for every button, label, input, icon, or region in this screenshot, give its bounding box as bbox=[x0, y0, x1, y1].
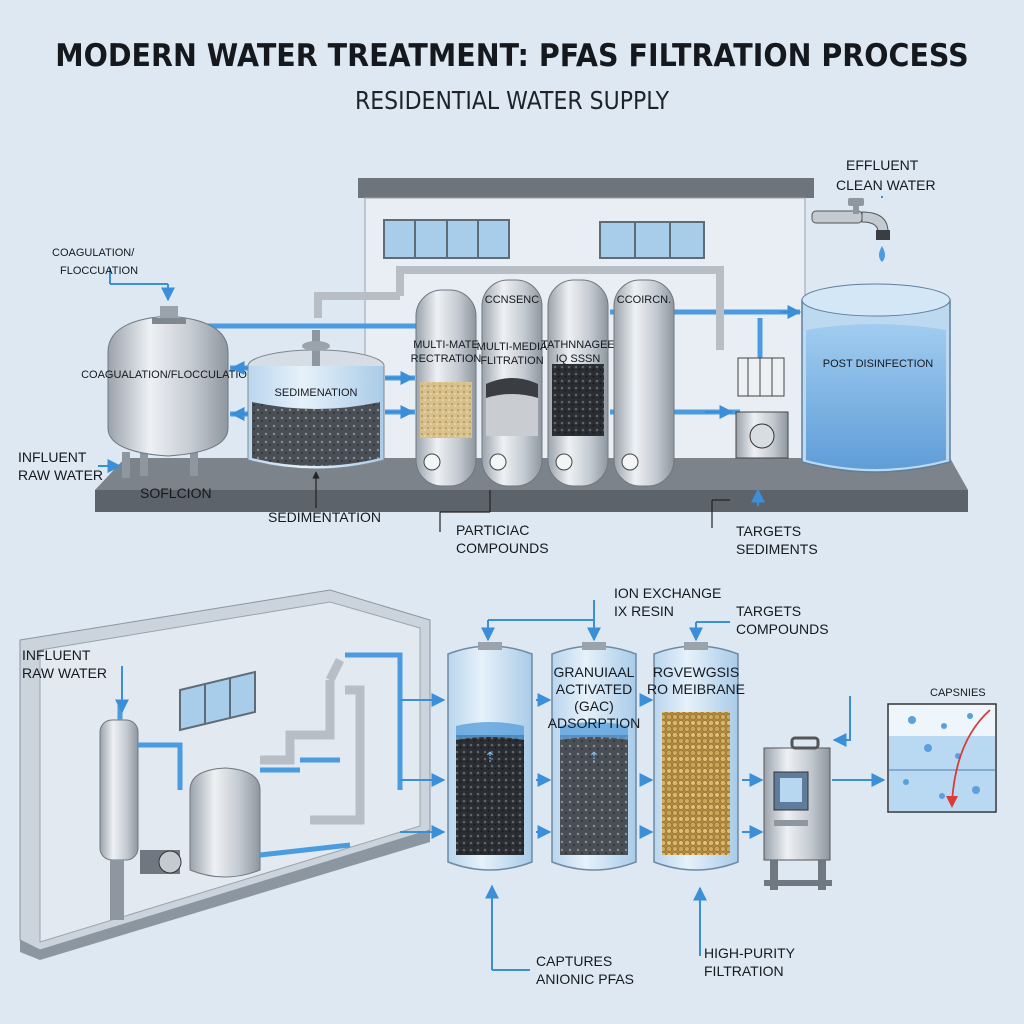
solution-label: SOFLCION bbox=[140, 485, 212, 501]
gac-column: ⇡ GRANUIAAL ACTIVATED (GAC) ADSORPTION bbox=[548, 642, 641, 871]
ion-exchange-label-1: ION EXCHANGE bbox=[614, 585, 721, 601]
top-callout-lines bbox=[312, 471, 730, 532]
bottom-windows bbox=[179, 670, 256, 732]
bottom-flow-arrows bbox=[115, 600, 886, 971]
post-disinfection-tank: POST DISINFECTION bbox=[801, 283, 951, 473]
targets-compounds-2: COMPOUNDS bbox=[736, 621, 829, 637]
high-purity-label-1: HIGH-PURITY bbox=[704, 945, 796, 961]
sedimentation-tank: SEDIMENATION bbox=[247, 330, 385, 470]
coag-callout-1: COAGULATION/ bbox=[52, 247, 135, 259]
gac-label-2: ACTIVATED bbox=[556, 681, 633, 697]
effluent-label-2: CLEAN WATER bbox=[836, 177, 936, 193]
coag-tank-label: COAGUALATION/FLOCCULATION bbox=[81, 369, 255, 381]
high-purity-label-2: FILTRATION bbox=[704, 963, 784, 979]
capsules-label: CAPSNIES bbox=[930, 687, 986, 699]
top-influent-1: INFLUENT bbox=[18, 449, 87, 465]
column3-label-1: TATHNNAGEE bbox=[541, 339, 615, 351]
monitoring-cabinet bbox=[763, 736, 832, 890]
building-windows bbox=[383, 219, 705, 259]
top-influent-2: RAW WATER bbox=[18, 467, 103, 483]
sedimentation-callout: SEDIMENTATION bbox=[268, 509, 381, 525]
column1-label-1: MULTI-MATE bbox=[413, 339, 479, 351]
top-steel-pipes bbox=[314, 266, 724, 350]
bottom-equipment bbox=[99, 719, 261, 920]
building-roof bbox=[358, 178, 814, 198]
top-plant: COAGUALATION/FLOCCULATION SEDIMENATION M… bbox=[18, 157, 968, 557]
page-title: MODERN WATER TREATMENT: PFAS FILTRATION … bbox=[55, 38, 969, 74]
top-flow-arrows bbox=[98, 196, 883, 506]
sedimentation-tank-label: SEDIMENATION bbox=[275, 387, 358, 399]
targets-sediments-2: SEDIMENTS bbox=[736, 541, 818, 557]
ion-exchange-label-2: IX RESIN bbox=[614, 603, 674, 619]
targets-sediments-1: TARGETS bbox=[736, 523, 801, 539]
page-subtitle: RESIDENTIAL WATER SUPPLY bbox=[354, 86, 670, 115]
faucet-icon bbox=[811, 198, 890, 262]
column1-label-2: RECTRATION bbox=[411, 353, 482, 365]
pump-unit bbox=[735, 357, 789, 459]
captures-label-1: CAPTURES bbox=[536, 953, 612, 969]
column4-top-label: CCOIRCN. bbox=[617, 294, 671, 306]
coagulation-tank: COAGUALATION/FLOCCULATION bbox=[81, 306, 255, 478]
particiac-label-1: PARTICIAC bbox=[456, 522, 529, 538]
platform-front bbox=[95, 490, 968, 512]
column3-label-2: IQ SSSN bbox=[556, 353, 601, 365]
bottom-steel-pipes bbox=[260, 657, 365, 825]
filter-column-3: TATHNNAGEE IQ SSSN bbox=[541, 279, 615, 487]
column2-label-2: FLITRATION bbox=[480, 355, 543, 367]
column2-top-label: CCNSENC bbox=[485, 294, 539, 306]
capsule-detail-panel bbox=[887, 703, 997, 813]
captures-label-2: ANIONIC PFAS bbox=[536, 971, 634, 987]
ion-exchange-column: ⇡ bbox=[447, 642, 533, 871]
bottom-influent-1: INFLUENT bbox=[22, 647, 91, 663]
targets-compounds-1: TARGETS bbox=[736, 603, 801, 619]
svg-text:⇡: ⇡ bbox=[484, 749, 496, 765]
particiac-label-2: COMPOUNDS bbox=[456, 540, 549, 556]
gac-label-3: (GAC) bbox=[574, 698, 614, 714]
ro-label-1: RGVEWGSIS bbox=[653, 664, 739, 680]
ro-membrane-column: RGVEWGSIS RO MEIBRANE bbox=[647, 642, 745, 871]
gac-label-1: GRANUIAAL bbox=[554, 664, 635, 680]
gac-label-4: ADSORPTION bbox=[548, 715, 641, 731]
bottom-pipes bbox=[117, 652, 403, 858]
column2-label-1: MULTI-MEDIA bbox=[477, 341, 548, 353]
bottom-influent-2: RAW WATER bbox=[22, 665, 107, 681]
svg-text:⇡: ⇡ bbox=[588, 749, 600, 765]
filter-column-2: CCNSENC MULTI-MEDIA FLITRATION bbox=[477, 279, 548, 487]
post-disinfection-label: POST DISINFECTION bbox=[823, 358, 933, 370]
ro-label-2: RO MEIBRANE bbox=[647, 681, 745, 697]
filter-column-1: MULTI-MATE RECTRATION bbox=[411, 289, 482, 487]
coag-callout-2: FLOCCUATION bbox=[60, 265, 138, 277]
bottom-plant: ⇡ ⇡ GRANUIAAL ACTIVATED (GAC) ADSORPTION… bbox=[19, 585, 997, 987]
filter-column-4: CCOIRCN. bbox=[613, 279, 675, 487]
effluent-label-1: EFFLUENT bbox=[846, 157, 919, 173]
